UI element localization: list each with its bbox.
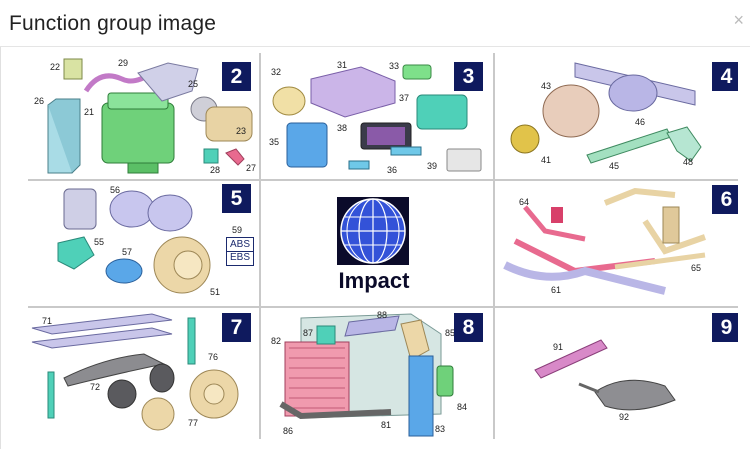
- part-label: 76: [208, 352, 218, 362]
- frame-rail-shape: [31, 313, 173, 335]
- ebs-label: EBS: [227, 251, 253, 264]
- door-shape: [408, 355, 434, 437]
- grille-shape: [284, 341, 350, 417]
- part-label: 64: [519, 197, 529, 207]
- part-label: 59: [232, 225, 243, 235]
- part-label: 61: [551, 285, 561, 295]
- cab-parts-illustration: 88 87 82 85 84 81 83 86: [271, 310, 467, 437]
- group-cell-8[interactable]: 88 87 82 85 84 81 83 86 8: [261, 308, 493, 439]
- logo-cell: Impact: [261, 181, 493, 306]
- engine-parts-illustration: 22 29 25 26 21 23 28 27: [34, 58, 256, 175]
- dialog-title: Function group image: [9, 12, 217, 35]
- part-label: 23: [236, 126, 246, 136]
- gearbox-shape: [542, 84, 600, 138]
- part-label: 55: [94, 237, 104, 247]
- heater-shape: [310, 66, 396, 118]
- part-label: 45: [609, 161, 619, 171]
- coupling-parts-illustration: 91 92: [534, 339, 676, 422]
- suspension-parts-illustration: 64 61 65: [503, 187, 706, 295]
- part-label: 41: [541, 155, 551, 165]
- group-cell-7[interactable]: 71 76 72 77 7: [28, 308, 259, 439]
- cylinder-shape: [534, 339, 608, 379]
- part-label: 43: [541, 81, 551, 91]
- part-label: 51: [210, 287, 220, 297]
- dialog-left-border: [0, 46, 1, 449]
- part-label: 28: [210, 165, 220, 175]
- impact-logo: Impact: [337, 197, 411, 293]
- group-cell-3[interactable]: 32 31 33 37 35 38 36 39 3: [261, 53, 493, 179]
- drivetrain-parts-illustration: 43 46 41 45 48: [510, 62, 702, 171]
- electrical-parts-illustration: 32 31 33 37 35 38 36 39: [269, 60, 482, 175]
- function-group-grid: 22 29 25 26 21 23 28 27 2: [28, 53, 738, 439]
- group-badge-6: 6: [712, 185, 738, 214]
- group-badge-9: 9: [712, 313, 738, 342]
- part-label: 32: [271, 67, 281, 77]
- group-badge-3: 3: [454, 62, 483, 91]
- abs-ebs-box: ABS EBS: [226, 237, 254, 266]
- group-cell-4[interactable]: 43 46 41 45 48 4: [495, 53, 738, 179]
- group-badge-5: 5: [222, 184, 251, 213]
- group-cell-2[interactable]: 22 29 25 26 21 23 28 27 2: [28, 53, 259, 179]
- compressor-shape: [63, 188, 97, 230]
- part-label: 88: [377, 310, 387, 320]
- part-label: 82: [271, 336, 281, 346]
- engine-block-shape: [101, 102, 175, 164]
- part-label: 87: [303, 328, 313, 338]
- part-label: 21: [84, 107, 94, 117]
- part-label: 65: [691, 263, 701, 273]
- muffler-shape: [205, 106, 253, 142]
- brake-parts-illustration: 56 55 57 51: [57, 185, 220, 297]
- filter-shape: [63, 58, 83, 80]
- part-label: 83: [435, 424, 445, 434]
- part-label: 27: [246, 163, 256, 173]
- part-label: 72: [90, 382, 100, 392]
- part-label: 35: [269, 137, 279, 147]
- group-badge-2: 2: [222, 62, 251, 91]
- part-label: 84: [457, 402, 467, 412]
- part-label: 57: [122, 247, 132, 257]
- part-label: 22: [50, 62, 60, 72]
- fifth-wheel-shape: [594, 379, 676, 411]
- part-label: 26: [34, 96, 44, 106]
- group-badge-4: 4: [712, 62, 738, 91]
- part-label: 37: [399, 93, 409, 103]
- close-icon[interactable]: ×: [733, 10, 744, 30]
- group-badge-7: 7: [222, 313, 251, 342]
- part-label: 36: [387, 165, 397, 175]
- part-label: 86: [283, 426, 293, 436]
- part-label: 25: [188, 79, 198, 89]
- part-label: 48: [683, 157, 693, 167]
- part-label: 71: [42, 316, 52, 326]
- logo-text: Impact: [339, 268, 411, 293]
- part-label: 46: [635, 117, 645, 127]
- group-cell-5[interactable]: 56 55 57 51 5 59 ABS EBS: [28, 181, 259, 306]
- part-label: 31: [337, 60, 347, 70]
- group-badge-8: 8: [454, 313, 483, 342]
- abs-label: ABS: [229, 239, 250, 250]
- part-label: 85: [445, 328, 455, 338]
- part-label: 77: [188, 418, 198, 428]
- part-label: 81: [381, 420, 391, 430]
- part-label: 38: [337, 123, 347, 133]
- group-cell-9[interactable]: 91 92 9: [495, 308, 738, 439]
- part-label: 33: [389, 61, 399, 71]
- part-label: 91: [553, 342, 563, 352]
- part-label: 29: [118, 58, 128, 68]
- chassis-parts-illustration: 71 76 72 77: [31, 313, 239, 431]
- part-label: 39: [427, 161, 437, 171]
- part-label: 92: [619, 412, 629, 422]
- group-cell-6[interactable]: 64 61 65 6: [495, 181, 738, 306]
- title-divider: [0, 46, 750, 47]
- part-label: 56: [110, 185, 120, 195]
